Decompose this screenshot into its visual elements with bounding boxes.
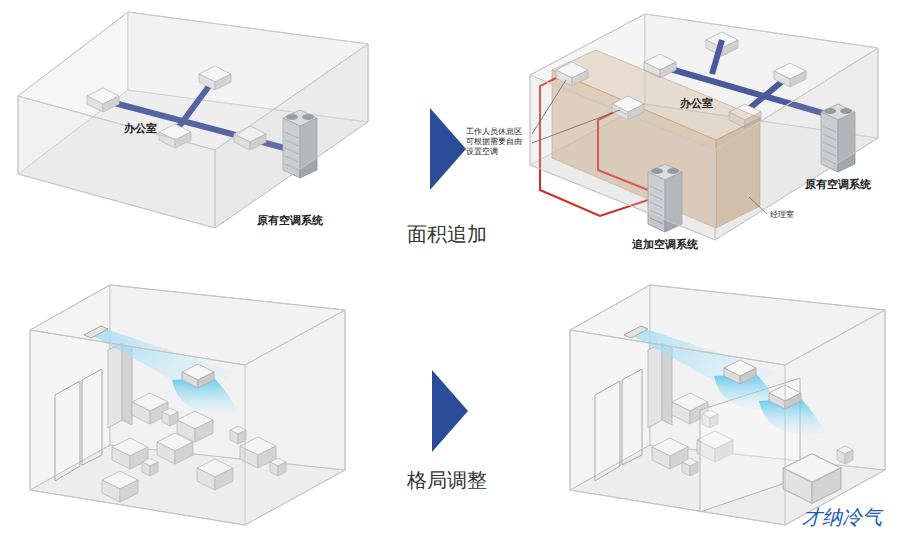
room-after-part — [724, 360, 756, 384]
room-after-part — [622, 369, 642, 465]
room-before-part — [55, 381, 80, 481]
room-after-part — [570, 310, 885, 525]
step-label: 格局调整 — [407, 468, 487, 492]
room-before-part — [230, 426, 246, 444]
room-label: 办公室 — [680, 97, 713, 110]
room-before-part — [30, 310, 345, 525]
leader-line-part — [532, 80, 767, 214]
room-after-part-part — [783, 454, 841, 504]
office-box-after-part — [530, 75, 715, 240]
office-box-before-part — [18, 96, 215, 228]
room-before — [30, 285, 345, 525]
room-label: 经理室 — [770, 210, 794, 220]
room-after — [570, 285, 885, 525]
room-before-part — [270, 458, 286, 476]
callout-note: 工作人员休息区 可根据需要自由 设置空调 — [466, 127, 528, 157]
step-label: 面积追加 — [407, 222, 487, 246]
step-arrow-part — [430, 108, 466, 190]
room-after-part — [783, 454, 841, 504]
room-after-part — [682, 458, 698, 476]
room-before-part — [102, 471, 138, 502]
room-after-part — [595, 381, 620, 481]
room-before-part — [30, 285, 345, 365]
leader-line — [532, 80, 767, 214]
room-after-part — [837, 446, 853, 464]
room-after-part — [570, 285, 885, 365]
system-label: 追加空调系统 — [632, 238, 698, 251]
system-label: 原有空调系统 — [805, 178, 871, 191]
office-box-after-part — [715, 48, 878, 240]
room-before-part — [82, 369, 102, 465]
room-before-part — [157, 433, 193, 464]
room-after-part — [648, 343, 662, 428]
room-before-part — [162, 408, 178, 426]
room-before-part — [182, 364, 214, 388]
office-box-after — [530, 14, 878, 240]
room-label: 办公室 — [124, 122, 157, 135]
watermark: 才纳冷气 — [802, 505, 882, 529]
room-before-part — [197, 459, 233, 490]
system-label: 原有空调系统 — [257, 214, 323, 227]
room-before-part — [142, 458, 158, 476]
step-arrow — [430, 108, 468, 452]
office-box-before — [18, 12, 368, 228]
step-arrow-part — [432, 370, 468, 452]
room-before-part — [108, 343, 122, 428]
office-box-before-part — [215, 44, 368, 228]
